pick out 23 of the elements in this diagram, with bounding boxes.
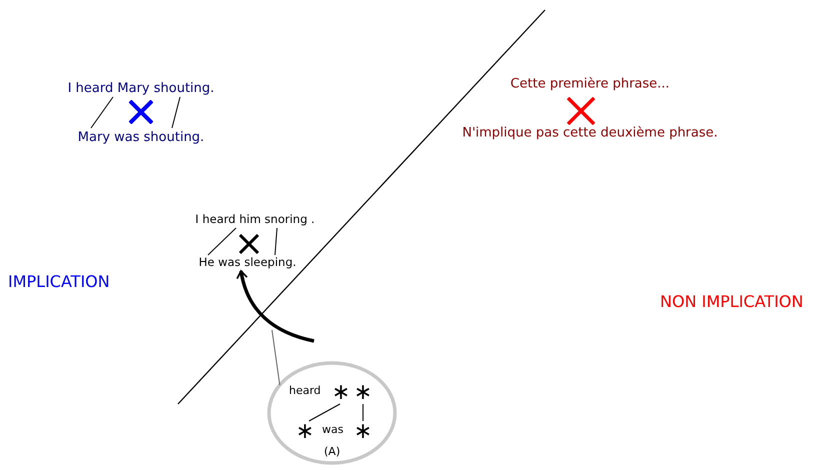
connector-line: [172, 96, 180, 128]
asterisk-symbol: ∗: [296, 421, 314, 443]
sentence-text: Cette première phrase...: [510, 78, 670, 90]
sentence-text: I heard him snoring .: [195, 214, 315, 226]
region-label: IMPLICATION: [8, 274, 110, 290]
caption-text: (A): [324, 446, 340, 457]
leader-line: [272, 330, 280, 386]
sentence-text: N'implique pas cette deuxième phrase.: [462, 126, 718, 140]
word-text: was: [322, 424, 344, 435]
sentence-text: I heard Mary shouting.: [68, 82, 214, 94]
connector-line: [308, 404, 340, 422]
connector-line: [362, 404, 364, 422]
connector-line: [90, 96, 114, 128]
word-text: heard: [289, 385, 321, 396]
sentence-text: Mary was shouting.: [78, 130, 204, 144]
asterisk-symbol: ∗: [354, 421, 372, 443]
connector-line: [274, 228, 278, 256]
asterisk-symbol: ∗: [332, 382, 350, 404]
curved-arrow: [236, 270, 314, 343]
connector-line: [208, 228, 236, 256]
region-label: NON IMPLICATION: [660, 294, 804, 310]
sentence-text: He was sleeping.: [198, 257, 296, 269]
asterisk-symbol: ∗: [354, 382, 372, 404]
